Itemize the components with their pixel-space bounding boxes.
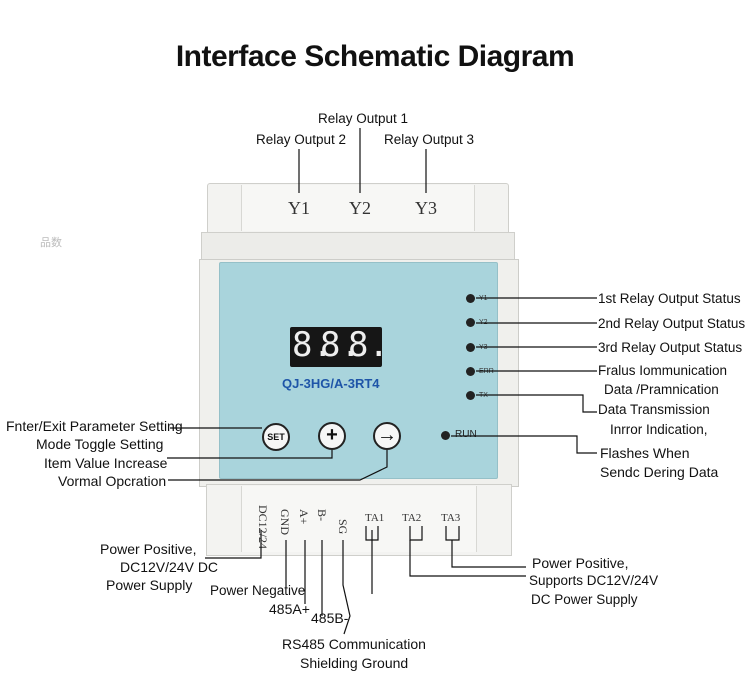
relay-output-3-label: Relay Output 3	[384, 132, 475, 147]
power-positive-line-2: DC12V/24V DC	[120, 559, 219, 575]
display-digit-3: 8.	[348, 325, 389, 365]
diagram-title: Interface Schematic Diagram	[175, 40, 575, 73]
relay-output-1-label: Relay Output 1	[318, 111, 409, 126]
power-positive-line-1: Power Positive,	[100, 541, 197, 557]
led-run	[441, 431, 450, 440]
run-label: RUN	[455, 429, 477, 440]
led-y1	[466, 294, 475, 303]
led-tx	[466, 391, 475, 400]
rs485-label-line-2: Shielding Ground	[300, 655, 409, 671]
terminal-y2: Y2	[349, 198, 371, 218]
tx-extra-line-2: Inrror Indication,	[610, 422, 708, 437]
run-description-2: Sendc Dering Data	[600, 464, 719, 480]
device-bottom-terminal-strip	[241, 486, 477, 552]
led-y2-description: 2nd Relay Output Status	[598, 316, 746, 331]
led-tx-description: Data /Pramnication	[604, 382, 719, 397]
button-label-normal-operation: Vormal Opcration	[58, 473, 167, 489]
led-y1-description: 1st Relay Output Status	[598, 291, 741, 306]
rs485-label-line-1: RS485 Communication	[282, 636, 426, 652]
run-description-1: Flashes When	[600, 445, 690, 461]
button-label-value-increase: Item Value Increase	[44, 455, 168, 471]
ta-power-line-3: DC Power Supply	[531, 592, 638, 607]
device-upper-rail	[201, 232, 515, 261]
led-y3-description: 3rd Relay Output Status	[598, 340, 743, 355]
terminal-ta1: TA1	[365, 512, 385, 524]
terminal-y1: Y1	[288, 198, 310, 218]
display-digit-1: 8.	[292, 325, 333, 365]
power-negative-label: Power Negative	[210, 583, 306, 598]
485b-minus-label: 485B-	[311, 610, 349, 626]
power-positive-line-3: Power Supply	[106, 577, 193, 593]
plus-button[interactable]: +	[318, 422, 346, 450]
terminal-ta2: TA2	[402, 512, 422, 524]
terminal-ta3: TA3	[441, 512, 461, 524]
button-label-enter-exit: Fnter/Exit Parameter Setting	[6, 418, 183, 434]
ta-power-line-1: Power Positive,	[532, 555, 629, 571]
model-number: QJ-3HG/A-3RT4	[282, 376, 380, 391]
seven-segment-display: 8. 8. 8.	[290, 325, 389, 367]
relay-output-2-label: Relay Output 2	[256, 132, 347, 147]
arrow-button[interactable]: →	[373, 422, 401, 450]
led-y2	[466, 318, 475, 327]
tx-extra-line-1: Data Transmission	[598, 402, 710, 417]
ta-power-line-2: Supports DC12V/24V	[529, 573, 659, 588]
485a-plus-label: 485A+	[269, 601, 310, 617]
led-y3	[466, 343, 475, 352]
device-top-terminal-strip	[241, 185, 475, 231]
led-err	[466, 367, 475, 376]
button-label-mode-toggle: Mode Toggle Setting	[36, 436, 164, 452]
watermark: 品数	[40, 237, 62, 249]
terminal-y3: Y3	[415, 198, 437, 218]
display-digit-2: 8.	[320, 325, 361, 365]
set-button[interactable]: SET	[262, 423, 290, 451]
led-err-description: Fralus Iommunication	[598, 363, 728, 378]
